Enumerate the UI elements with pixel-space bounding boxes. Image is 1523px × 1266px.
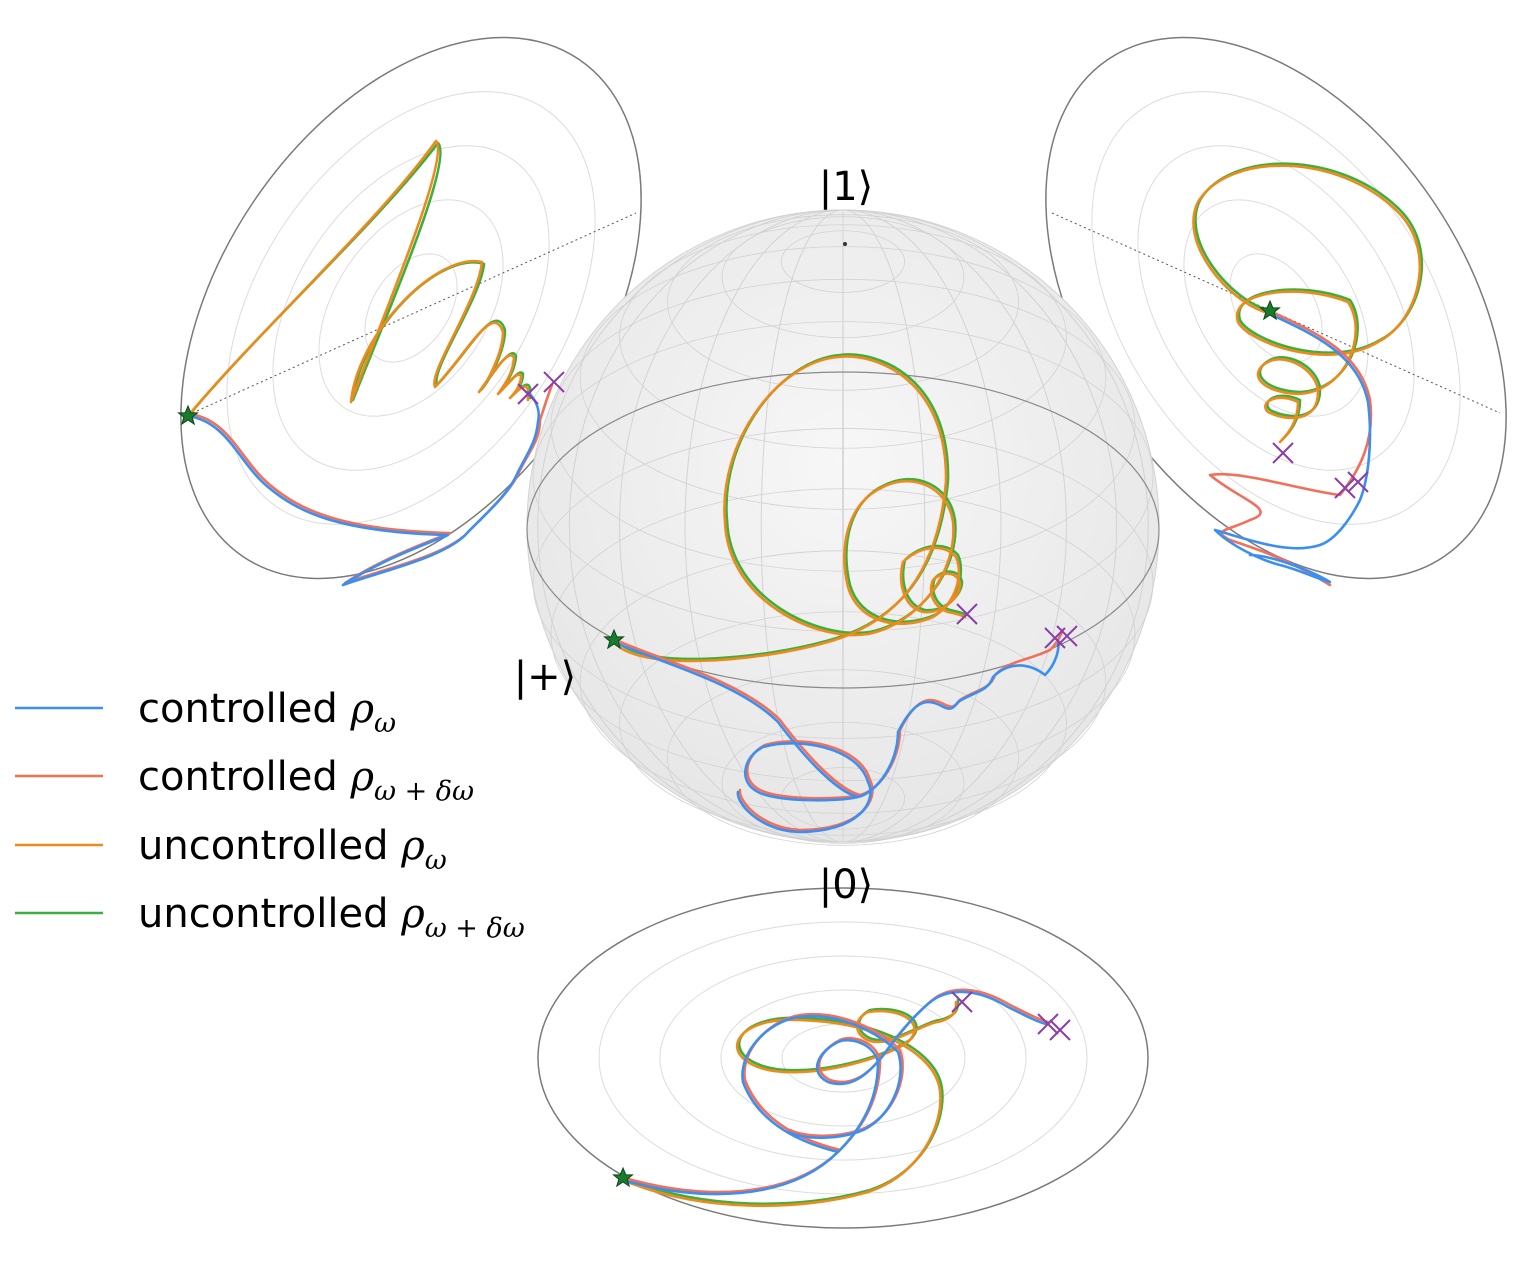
sphere-end-markers bbox=[956, 603, 1078, 649]
right-start-marker bbox=[1259, 299, 1281, 321]
sphere-longitude-line bbox=[537, 209, 1149, 843]
right-controlled-delta-trajectory bbox=[1208, 309, 1373, 587]
legend-label: controlled ρω + δω bbox=[138, 754, 474, 807]
left-disc-trajectories bbox=[177, 139, 565, 587]
sphere-controlled-trajectory bbox=[612, 638, 1060, 834]
bottom-disc-trajectories bbox=[612, 988, 1071, 1208]
legend-label: uncontrolled ρω + δω bbox=[138, 891, 525, 944]
sphere-trajectories bbox=[603, 353, 1078, 834]
left-uncontrolled-trajectory bbox=[186, 139, 530, 418]
right-controlled-trajectory bbox=[1213, 311, 1372, 584]
sphere-wireframe bbox=[526, 209, 1160, 846]
legend-label: controlled ρω bbox=[138, 686, 396, 739]
bottom-uncontrolled-delta-trajectory bbox=[623, 998, 960, 1206]
bottom-projection-disc bbox=[537, 887, 1149, 1229]
sphere-equator bbox=[526, 371, 1160, 689]
legend: controlled ρω controlled ρω + δω uncontr… bbox=[15, 686, 525, 944]
ket-one-label: |1⟩ bbox=[819, 164, 874, 210]
right-end-markers bbox=[1272, 442, 1369, 499]
north-pole-dot bbox=[843, 242, 847, 246]
right-uncontrolled-trajectory bbox=[1192, 164, 1422, 444]
sphere-start-marker bbox=[603, 628, 625, 650]
legend-label: uncontrolled ρω bbox=[138, 823, 447, 876]
right-disc-trajectories bbox=[1192, 162, 1424, 587]
bloch-sphere bbox=[526, 209, 1160, 846]
bottom-controlled-trajectory bbox=[621, 990, 1048, 1196]
sphere-uncontrolled-trajectory bbox=[612, 355, 967, 663]
legend-entry-uncontrolled-omega: uncontrolled ρω bbox=[15, 823, 447, 876]
ket-plus-label: |+⟩ bbox=[514, 654, 577, 700]
bottom-start-marker bbox=[612, 1166, 634, 1188]
right-uncontrolled-delta-trajectory bbox=[1194, 162, 1424, 442]
left-controlled-trajectory bbox=[186, 390, 540, 587]
bottom-end-markers bbox=[951, 991, 1071, 1041]
legend-entry-controlled-omega-delta: controlled ρω + δω bbox=[15, 754, 474, 807]
left-controlled-delta-trajectory bbox=[188, 383, 554, 585]
bottom-disc-edge bbox=[537, 887, 1149, 1229]
legend-entry-controlled-omega: controlled ρω bbox=[15, 686, 396, 739]
left-disc-axis bbox=[187, 212, 637, 416]
ket-zero-label: |0⟩ bbox=[819, 862, 874, 908]
bottom-uncontrolled-trajectory bbox=[621, 1000, 958, 1208]
left-end-markers bbox=[517, 371, 565, 405]
legend-entry-uncontrolled-omega-delta: uncontrolled ρω + δω bbox=[15, 891, 525, 944]
left-start-marker bbox=[177, 404, 199, 426]
